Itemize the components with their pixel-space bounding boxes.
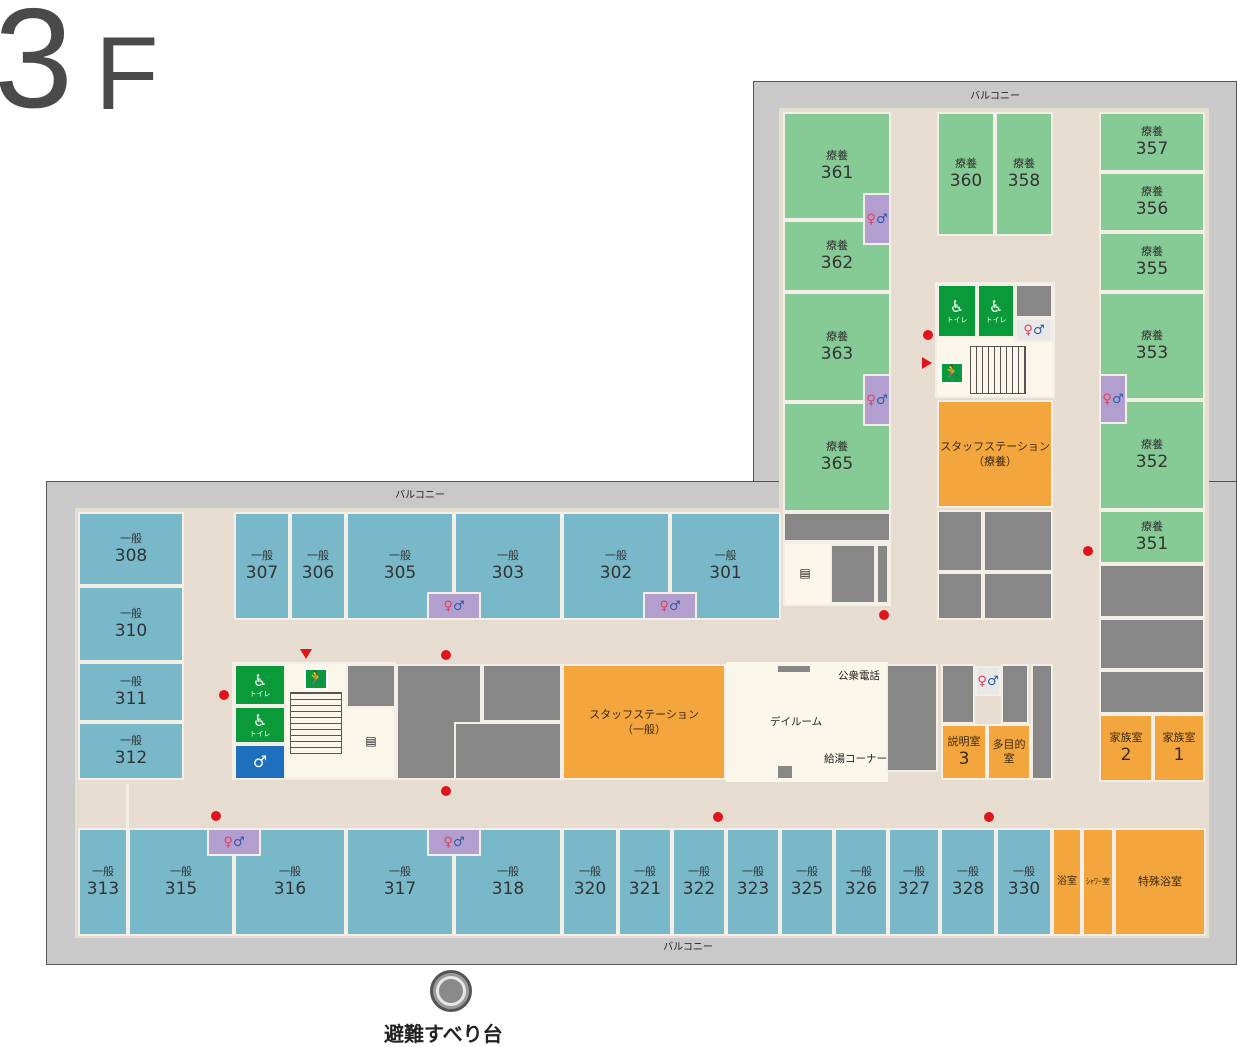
escape-chute-icon	[430, 970, 472, 1012]
fire-equipment-dot	[984, 812, 994, 822]
public-phone-label: 公衆電話	[838, 670, 880, 682]
restroom-icon: ♀♂	[427, 592, 481, 620]
utility-room	[1099, 618, 1205, 670]
utility-room	[1099, 670, 1205, 714]
utility-room	[346, 664, 396, 708]
balcony-label-west: バルコニー	[395, 490, 445, 501]
bath-room[interactable]: 浴室	[1052, 828, 1082, 936]
balcony-label-north: バルコニー	[970, 91, 1020, 102]
utility-room	[886, 664, 938, 772]
day-room[interactable]	[726, 662, 888, 782]
hot-water-corner-label: 給湯コーナー	[824, 753, 887, 765]
staircase	[970, 346, 1026, 394]
restroom-icon: ♀♂	[427, 828, 481, 856]
multipurpose-room[interactable]: 多目的室	[987, 724, 1031, 780]
utility-room	[1001, 664, 1029, 724]
exit-arrow-icon	[922, 357, 932, 369]
escape-chute-label: 避難すべり台	[384, 1022, 503, 1046]
utility-room	[941, 664, 975, 724]
fire-equipment-dot	[211, 811, 221, 821]
restroom-icon: ♀♂	[1015, 318, 1053, 342]
restroom-icon: ♀♂	[975, 666, 1001, 696]
mens-toilet-icon: ♂	[234, 744, 286, 780]
restroom-icon: ♀♂	[207, 828, 261, 856]
accessible-toilet-icon: ♿トイレ	[937, 284, 977, 338]
elevator-shaft	[876, 544, 889, 604]
emergency-exit-icon: 🏃	[940, 362, 964, 384]
utility-room	[937, 510, 983, 572]
restroom-icon: ♀♂	[643, 592, 697, 620]
elevator-shaft	[830, 544, 876, 604]
elevator-icon: ▤	[365, 734, 377, 748]
restroom-icon: ♀♂	[863, 374, 891, 426]
elevator-icon: ▤	[799, 566, 811, 580]
exit-arrow-icon	[300, 649, 312, 659]
fire-equipment-dot	[923, 330, 933, 340]
utility-room	[1015, 284, 1053, 318]
corridor-pillar	[126, 784, 129, 830]
pillar	[778, 666, 810, 672]
balcony-label-south: バルコニー	[663, 942, 713, 953]
floor-suffix: F	[95, 16, 159, 132]
fire-equipment-dot	[441, 650, 451, 660]
utility-room	[783, 512, 891, 542]
day-room-label: デイルーム	[770, 716, 823, 728]
staff-station-general[interactable]: スタッフステーション（一般）	[562, 664, 726, 780]
emergency-exit-icon: 🏃	[304, 668, 328, 690]
utility-room	[937, 572, 983, 620]
staff-station-recuperation[interactable]: スタッフステーション（療養）	[937, 400, 1053, 508]
pillar	[778, 766, 792, 778]
staircase	[290, 692, 342, 754]
accessible-toilet-icon: ♿トイレ	[234, 706, 286, 744]
fire-equipment-dot	[441, 786, 451, 796]
utility-room	[983, 572, 1053, 620]
utility-room	[1099, 564, 1205, 618]
utility-room	[983, 510, 1053, 572]
fire-equipment-dot	[713, 812, 723, 822]
floor-number: 3	[0, 0, 73, 138]
restroom-icon: ♀♂	[1099, 374, 1127, 424]
special-bath-room[interactable]: 特殊浴室	[1114, 828, 1206, 936]
restroom-icon: ♀♂	[863, 193, 891, 245]
utility-room	[1031, 664, 1053, 780]
fire-equipment-dot	[879, 610, 889, 620]
fire-equipment-dot	[1083, 546, 1093, 556]
accessible-toilet-icon: ♿トイレ	[234, 664, 286, 706]
accessible-toilet-icon: ♿トイレ	[977, 284, 1015, 338]
fire-equipment-dot	[219, 690, 229, 700]
utility-room	[482, 664, 562, 722]
utility-room	[454, 722, 562, 780]
shower-room[interactable]: ｼｬﾜｰ室	[1082, 828, 1114, 936]
